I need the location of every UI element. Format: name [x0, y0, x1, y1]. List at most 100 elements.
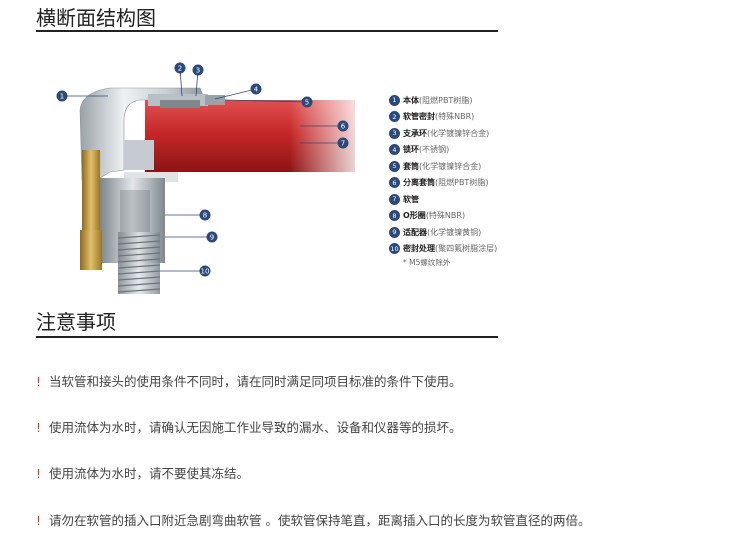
legend-footnote: * M5螺纹除外: [403, 258, 451, 267]
callout-number: 5: [305, 99, 309, 107]
legend-part-material: (化学镀镍锌合金): [419, 161, 482, 171]
title-divider: [36, 30, 498, 32]
thread-ridge: [117, 252, 161, 257]
thread-ridge: [117, 240, 161, 245]
notice-divider: [36, 336, 498, 338]
legend-number-badge: 8: [389, 210, 400, 222]
legend-part-material: (化学镀镍锌合金): [427, 128, 490, 138]
callout-marker: 2: [174, 62, 186, 74]
legend-part-name: 密封处理: [403, 244, 435, 254]
legend-number-badge: 2: [389, 111, 400, 123]
callout-marker: 9: [206, 231, 218, 243]
callout-leader-line: [214, 88, 257, 100]
warning-icon: !: [36, 466, 42, 481]
collet-ring: [160, 100, 200, 108]
legend-number-badge: 1: [389, 94, 400, 106]
callout-marker: 4: [250, 83, 262, 95]
callout-number: 7: [341, 140, 345, 148]
callout-number: 8: [203, 212, 207, 220]
callout-circle: [250, 83, 262, 95]
legend-part-material: (特殊NBR): [425, 211, 466, 221]
callout-circle: [301, 96, 313, 108]
callout-circle: [337, 137, 349, 149]
callout-number: 1: [60, 93, 64, 101]
legend-part-name: 软管密封: [403, 112, 435, 122]
callout-leader-line: [224, 99, 308, 103]
callout-number: 6: [341, 123, 346, 131]
callout-circle: [199, 209, 211, 221]
cross-section-title: 横断面结构图: [36, 6, 156, 30]
callout-marker: 7: [337, 137, 349, 149]
warning-icon: !: [36, 513, 42, 528]
legend-number-badge: 4: [389, 144, 400, 156]
notice-text: 请勿在软管的插入口附近急剧弯曲软管 。使软管保持笔直，距离插入口的长度为软管直径…: [49, 513, 591, 528]
thread-ridge: [117, 288, 161, 293]
fitting-cross-section-diagram: 1 2 3 4 5 6 7 8 9 10: [56, 62, 370, 294]
callout-marker: 8: [199, 209, 211, 221]
callout-marker: 10: [199, 265, 211, 277]
thread-ridge: [117, 264, 161, 269]
legend-part-material: (聚四氟树脂涂层): [435, 244, 498, 254]
legend-part-name: 锁环: [403, 145, 419, 155]
legend-part-name: 支承环: [403, 128, 427, 138]
legend-part-material: (特殊NBR): [435, 112, 475, 122]
legend-part-name: 本体: [403, 95, 419, 105]
callout-circle: [174, 62, 186, 74]
legend-part-material: (阻燃PBT树脂): [419, 95, 473, 105]
notice-text: 使用流体为水时，请确认无因施工作业导致的漏水、设备和仪器等的损坏。: [49, 420, 462, 435]
thread-ridge: [117, 276, 161, 281]
callout-number: 4: [254, 86, 259, 94]
notice-item: ! 当软管和接头的使用条件不同时，请在同时满足同项目标准的条件下使用。: [36, 371, 462, 390]
legend-part-material: (不锈钢): [419, 145, 450, 155]
legend-number-badge: 9: [389, 226, 400, 238]
legend-part-material: (化学镀镍黄铜): [427, 227, 482, 237]
warning-icon: !: [36, 420, 42, 435]
thread-ridges: [117, 232, 161, 294]
thread-ridge: [117, 270, 161, 275]
callout-circle: [206, 231, 218, 243]
thread-ridge: [117, 258, 161, 263]
legend-number-badge: 6: [389, 177, 400, 189]
legend-part-name: 适配器: [403, 227, 427, 237]
notice-text: 使用流体为水时，请不要使其冻结。: [49, 466, 250, 481]
callout-marker: 3: [192, 64, 204, 76]
callout-number: 10: [201, 268, 210, 276]
callout-circle: [337, 120, 349, 132]
notice-section-title: 注意事项: [36, 310, 116, 334]
legend-part-name: 分离套筒: [403, 178, 435, 188]
callout-number: 3: [196, 67, 200, 75]
legend-number-badge: 5: [389, 160, 400, 172]
notice-item: ! 请勿在软管的插入口附近急剧弯曲软管 。使软管保持笔直，距离插入口的长度为软管直…: [36, 510, 591, 529]
callout-marker: 5: [301, 96, 313, 108]
legend-part-name: O形圈: [403, 211, 426, 221]
callout-markers: 1 2 3 4 5 6 7 8 9 10: [56, 62, 349, 277]
legend-number-badge: 3: [389, 127, 400, 139]
notice-item: ! 使用流体为水时，请确认无因施工作业导致的漏水、设备和仪器等的损坏。: [36, 417, 462, 436]
legend-number-badge: 7: [389, 193, 400, 205]
legend-part-material: (阻燃PBT树脂): [435, 178, 489, 188]
notice-text: 当软管和接头的使用条件不同时，请在同时满足同项目标准的条件下使用。: [49, 374, 462, 389]
legend-part-name: 套筒: [403, 161, 419, 171]
callout-circle: [192, 64, 204, 76]
callout-marker: 6: [337, 120, 349, 132]
legend-number-badge: 10: [389, 243, 400, 255]
callout-circle: [56, 90, 68, 102]
legend-part-name: 软管: [403, 194, 419, 204]
tube: [145, 96, 370, 176]
thread-ridge: [117, 282, 161, 287]
thread-seal: [80, 230, 102, 270]
warning-icon: !: [36, 374, 42, 389]
callout-number: 2: [178, 65, 182, 73]
thread-ridge: [117, 246, 161, 251]
